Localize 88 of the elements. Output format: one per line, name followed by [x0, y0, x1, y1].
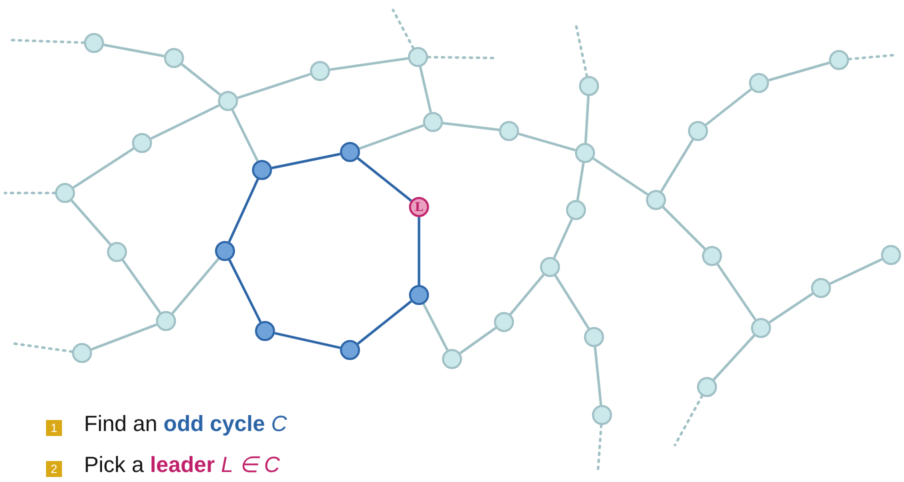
graph-vertex [751, 318, 771, 338]
graph-edge [104, 44, 164, 58]
graph-edge [592, 157, 648, 196]
graph-vertex [592, 405, 612, 425]
graph-edge [228, 259, 262, 323]
graph-edge [358, 124, 424, 150]
step-text: Pick a leader L ∈ C [84, 452, 280, 478]
dotted-edge [574, 24, 588, 78]
graph-vertex [107, 242, 127, 262]
graph-edge [228, 178, 259, 242]
graph-edge [584, 96, 590, 144]
graph-vertex [156, 311, 176, 331]
graph-vertex [811, 278, 831, 298]
graph-edge [716, 264, 756, 320]
graph-edge [419, 66, 432, 113]
graph-vertex [540, 257, 560, 277]
graph-vertex [252, 160, 272, 180]
graph-edge [660, 138, 694, 192]
graph-edge [712, 334, 756, 380]
graph-vertex [584, 327, 604, 347]
graph-vertex [55, 183, 75, 203]
graph-vertex [881, 245, 901, 265]
graph-vertex [494, 312, 514, 332]
graph-edge [422, 303, 449, 351]
graph-edge [272, 152, 340, 170]
graph-vertex [575, 143, 595, 163]
graph-edge [554, 274, 590, 330]
dotted-edge [848, 54, 896, 60]
graph-edge [418, 217, 420, 285]
graph-vertex [218, 91, 238, 111]
graph-vertex [340, 340, 360, 360]
graph-edge [518, 132, 576, 152]
step-text: Find an odd cycle C [84, 411, 287, 437]
graph-vertex [688, 121, 708, 141]
dotted-edge [426, 56, 496, 60]
graph-vertex [310, 61, 330, 81]
graph-edge [72, 147, 134, 189]
graph-edge [830, 258, 882, 285]
graph-edge [509, 274, 545, 316]
graph-edge [90, 323, 158, 351]
graph-vertex [423, 112, 443, 132]
graph-vertex [132, 133, 152, 153]
graph-vertex [409, 285, 429, 305]
graph-vertex [84, 33, 104, 53]
graph-vertex [340, 142, 360, 162]
graph-edge [357, 157, 412, 202]
graph-vertex [164, 48, 184, 68]
graph-edge [237, 72, 311, 100]
graph-vertex [749, 73, 769, 93]
step-number: 2 [46, 461, 62, 477]
graph-vertex [646, 190, 666, 210]
graph-vertex [215, 241, 235, 261]
graph-vertex [566, 200, 586, 220]
graph-edge [122, 259, 162, 314]
dotted-edge [4, 192, 56, 194]
graph-edge [357, 300, 412, 345]
graph-vertex [408, 47, 428, 67]
labeled-vertex [409, 197, 429, 217]
graph-edge [576, 162, 585, 200]
graph-edge [442, 122, 500, 132]
graph-edge [768, 292, 814, 324]
graph-edge [70, 200, 112, 246]
graph-edge [553, 218, 573, 258]
graph-edge [705, 88, 752, 126]
graph-edge [171, 258, 220, 314]
graph-vertex [255, 321, 275, 341]
dotted-edge [8, 38, 86, 44]
graph-vertex [72, 343, 92, 363]
graph-edge [594, 346, 602, 406]
dotted-edge [596, 424, 603, 472]
graph-edge [231, 109, 259, 162]
graph-vertex [442, 349, 462, 369]
graph-vertex [579, 76, 599, 96]
graph-vertex [499, 121, 519, 141]
graph-edge [150, 104, 220, 140]
graph-edge [662, 206, 706, 250]
graph-vertex [702, 246, 722, 266]
dotted-edge [674, 394, 704, 446]
graph-edge [330, 57, 408, 71]
step-number: 1 [46, 420, 62, 436]
graph-vertex [697, 377, 717, 397]
graph-edge [181, 63, 221, 96]
dotted-edge [392, 8, 415, 50]
vertex-label: L [414, 201, 424, 213]
graph-vertex [829, 50, 849, 70]
graph-edge [768, 62, 830, 82]
graph-edge [459, 326, 497, 354]
graph-edge [274, 332, 341, 350]
